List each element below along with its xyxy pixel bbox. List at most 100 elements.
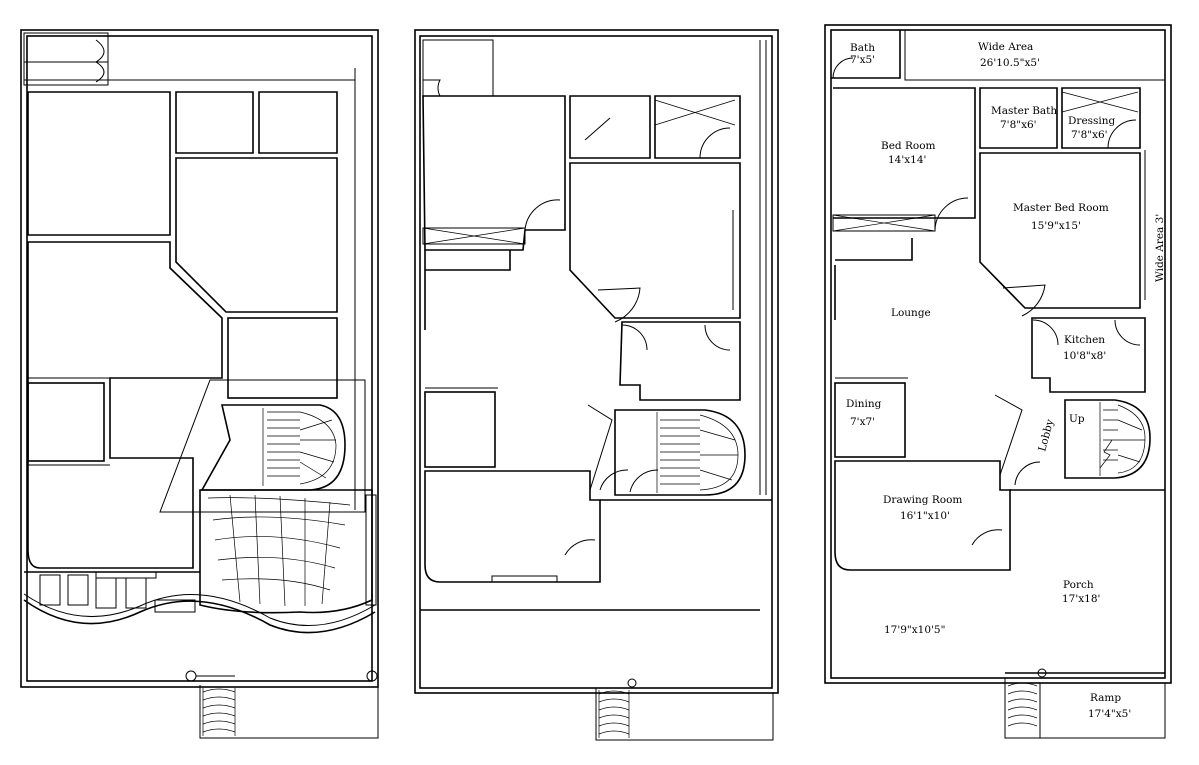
plan-left-room-g-frame [28, 377, 110, 466]
plan-right-master-door [1002, 284, 1046, 317]
plan-middle-top-room [422, 39, 494, 97]
plan-left-ramp-steps [202, 688, 236, 736]
label-dining-size: 7'x7' [850, 416, 875, 428]
label-kitchen-size: 10'8"x8' [1063, 350, 1106, 362]
plan-left-gate-post-left [185, 670, 197, 682]
plan-left-room-c [258, 91, 338, 154]
plan-middle-wardrobe [422, 227, 526, 245]
label-kitchen: Kitchen [1064, 334, 1105, 346]
label-ramp: Ramp [1090, 692, 1121, 704]
plan-left-room-e [27, 241, 223, 569]
plan-left-inner-boundary [26, 35, 373, 682]
plan-middle-lounge-wall [424, 250, 511, 330]
plan-left-gate-post-right [366, 670, 378, 682]
label-lounge: Lounge [891, 307, 931, 319]
label-lobby: Lobby [1036, 418, 1056, 453]
label-dining: Dining [846, 398, 882, 410]
plan-right-kitchen [1031, 317, 1146, 393]
label-bed-room: Bed Room [881, 140, 936, 152]
plan-left-stair-treads [262, 408, 337, 486]
plan-right-ramp-outline [1004, 678, 1166, 739]
plan-right-bedroom [833, 87, 976, 219]
plan-left-top-lines [24, 61, 355, 81]
plan-left-room-d [175, 157, 338, 313]
plan-left-room-b [175, 91, 254, 154]
plan-middle-ramp-steps [598, 690, 630, 738]
plan-right-bedroom-door [934, 197, 969, 231]
plan-middle-bath-2-door [699, 127, 731, 159]
plan-middle-kitchen-doors [621, 324, 731, 351]
label-wide-area-top: Wide Area [978, 41, 1033, 53]
plan-left-room-g [27, 382, 105, 462]
plan-right: Bath 7'x5' Wide Area 26'10.5"x5' Master … [824, 24, 1172, 739]
plan-left-spiral-treads [207, 494, 351, 607]
plan-right-stair-treads [1099, 402, 1146, 476]
plan-middle-inner-boundary [419, 35, 773, 689]
plan-left-room-f [227, 317, 338, 399]
plan-middle-gate-post [627, 678, 637, 688]
label-porch-extra-size: 17'9"x10'5" [884, 624, 945, 636]
plan-right-drawing-room [834, 460, 1011, 571]
plan-right-bath-door [832, 57, 854, 79]
label-stair-up: Up [1069, 413, 1085, 425]
plan-left-top-arc [95, 39, 105, 83]
label-porch-size: 17'x18' [1062, 593, 1100, 605]
plan-right-master-bedroom [979, 152, 1141, 309]
plan-right-master-bath [979, 87, 1058, 149]
plan-middle-front-window [491, 575, 558, 583]
plan-right-boundary [824, 24, 1172, 684]
plan-right-wide-area-top [904, 29, 1166, 81]
label-master-bath-size: 7'8"x6' [1000, 119, 1037, 131]
plan-middle-top-door [423, 79, 441, 97]
plan-right-dining [834, 382, 906, 458]
label-dressing: Dressing [1068, 115, 1116, 127]
plan-right-dressing [1061, 87, 1141, 149]
plan-right-lounge-wall [834, 238, 913, 320]
plan-left-ramp-outline [199, 685, 379, 739]
plan-right-kitchen-doors [1032, 319, 1141, 346]
plan-middle-bath-2-cross [654, 99, 736, 126]
plan-right-bedroom-wardrobe [832, 214, 936, 232]
label-dressing-size: 7'8"x6' [1071, 129, 1108, 141]
label-master-bed-room: Master Bed Room [1013, 202, 1109, 214]
plan-right-stair [1064, 399, 1151, 479]
plan-right-dressing-door [1107, 119, 1137, 149]
label-ramp-size: 17'4"x5' [1088, 708, 1131, 720]
plan-middle-kitchen [619, 321, 741, 401]
plan-left-wave-outer [23, 599, 376, 634]
plan-left-room-a [27, 91, 171, 236]
label-drawing-room-size: 16'1"x10' [900, 510, 950, 522]
plan-right-ramp-steps [1007, 682, 1038, 727]
plan-middle-dining-frame [425, 387, 498, 472]
plan-middle [414, 29, 779, 741]
plan-middle-stair [614, 409, 746, 496]
plan-middle-door-nw [524, 199, 561, 231]
plan-right-lobby-doors [994, 394, 1041, 486]
plan-middle-bath-1 [569, 95, 651, 159]
plan-middle-wardrobe-cross [422, 227, 526, 245]
plan-middle-stair-treads [656, 412, 739, 493]
plan-middle-drawing-door [564, 539, 596, 556]
plan-right-wardrobe-cross [832, 214, 936, 232]
plan-middle-bath-1-door [584, 117, 611, 141]
plan-middle-drawing [424, 470, 601, 583]
label-master-bed-room-size: 15'9"x15' [1031, 220, 1081, 232]
plan-middle-lobby-doors [587, 404, 659, 493]
label-bath: Bath [850, 42, 875, 54]
plan-left-top-strip [23, 32, 109, 86]
label-wide-area-side: Wide Area 3' [1154, 214, 1166, 282]
plan-left-wave-inner [23, 593, 376, 627]
plan-middle-dining [424, 391, 496, 468]
plan-right-dressing-cross [1061, 91, 1139, 113]
plan-right-drawing-door [971, 529, 1003, 546]
label-master-bath: Master Bath [991, 105, 1057, 117]
label-drawing-room: Drawing Room [883, 494, 962, 506]
label-porch: Porch [1063, 579, 1094, 591]
plan-left [20, 29, 379, 739]
plan-middle-bath-2 [654, 95, 741, 159]
plan-right-inner-boundary [830, 29, 1166, 679]
label-bed-room-size: 14'x14' [888, 154, 926, 166]
plan-right-bath-wall [831, 30, 901, 79]
